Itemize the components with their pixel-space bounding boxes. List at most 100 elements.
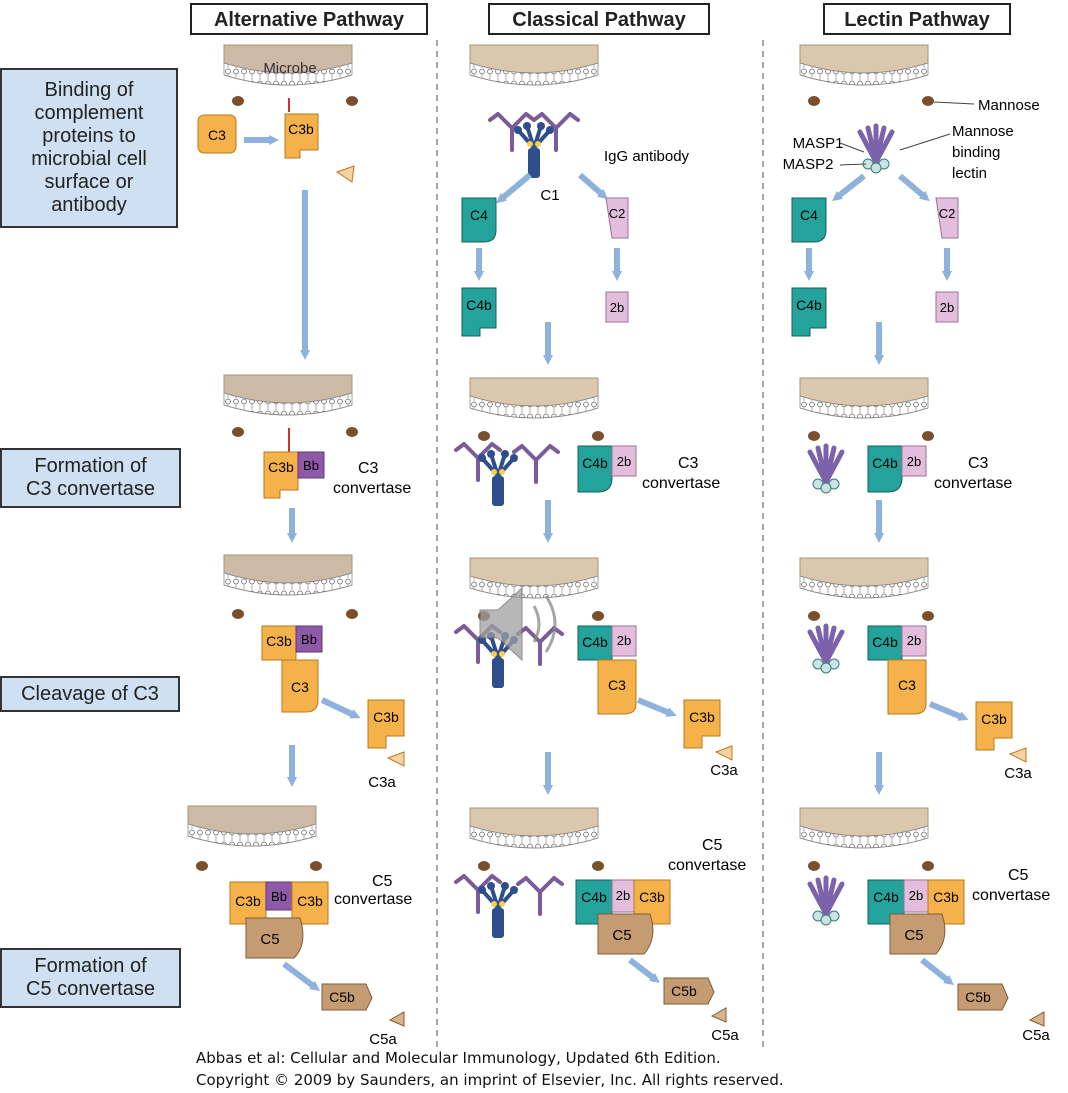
protein-c3b [284, 113, 319, 159]
arrow [282, 961, 320, 991]
mannose-label: Mannose [978, 97, 1040, 114]
protein-label: C3a [368, 774, 396, 791]
arrow [832, 173, 866, 202]
speaker-icon[interactable] [479, 586, 557, 662]
c3-convertase-label: convertase [333, 480, 411, 497]
c3-convertase-label: C3 [678, 455, 699, 472]
credit-line-1: Abbas et al: Cellular and Molecular Immu… [196, 1049, 721, 1067]
arrow [496, 172, 532, 204]
alt-row1: Microbe C3 C3b [197, 44, 358, 183]
protein-label: C4b [466, 297, 492, 313]
arrow [898, 173, 930, 202]
stage-binding-line: surface or [44, 171, 134, 193]
header-classical-pathway: Classical Pathway [488, 3, 710, 35]
protein-label: 2b [617, 633, 631, 648]
protein-label: C3b [266, 633, 292, 649]
c5-convertase-label: C5 [1008, 867, 1029, 884]
protein-label: C3 [291, 679, 309, 695]
protein-label: C4b [581, 889, 607, 905]
arrow [920, 957, 954, 986]
protein-label: C3b [373, 709, 399, 725]
mbl-label: Mannose [952, 123, 1014, 140]
stage-binding-line: proteins to [42, 125, 136, 147]
protein-label: C5a [1022, 1027, 1050, 1044]
c3-convertase-label: convertase [642, 475, 720, 492]
protein-label: 2b [616, 888, 630, 903]
protein-label: 2b [610, 300, 624, 315]
masp2-label: MASP2 [783, 156, 834, 173]
protein-c2 [605, 197, 629, 239]
protein-label: C5a [369, 1031, 397, 1048]
protein-c3a-fragment [335, 165, 355, 183]
protein-label: 2b [907, 454, 921, 469]
protein-c3 [197, 114, 237, 154]
protein-label: C4b [796, 297, 822, 313]
protein-label: 2b [907, 633, 921, 648]
protein-label: C5 [904, 927, 923, 944]
protein-label: C3b [933, 889, 959, 905]
header-lectin-pathway: Lectin Pathway [823, 3, 1011, 35]
mbl-label: binding [952, 144, 1000, 161]
protein-label: C4b [582, 455, 608, 471]
protein-c3 [281, 659, 319, 713]
protein-c4 [461, 197, 497, 243]
stage-c3-line: C3 convertase [26, 478, 155, 500]
masp1-label: MASP1 [793, 135, 844, 152]
protein-label: C3 [208, 127, 226, 143]
protein-label: C3b [235, 893, 261, 909]
protein-label: C4b [873, 889, 899, 905]
protein-label: C3b [689, 709, 715, 725]
protein-label: 2b [909, 888, 923, 903]
stage-c3-line: Formation of [34, 455, 147, 477]
lectin-row1: Mannose MASP1 MASP2 Mannose binding lect… [783, 44, 1040, 337]
protein-bb [297, 451, 325, 479]
protein-label: C3b [268, 459, 294, 475]
stage-c5-line: Formation of [34, 955, 147, 977]
alt-row4: C3b Bb C3b C5 C5 convertase C5b C5a [187, 805, 412, 1048]
stage-c3-convertase: Formation of C3 convertase [0, 448, 181, 508]
c1-label: C1 [540, 187, 559, 204]
protein-label: C5 [612, 927, 631, 944]
classical-row1: IgG antibody C1 C4 C2 C4b 2b [461, 44, 690, 337]
lectin-row4: C4b 2b C3b C5 C5 convertase C5b C5a [799, 807, 1050, 1044]
protein-label: 2b [617, 454, 631, 469]
lectin-row2: C4b 2b C3 convertase [799, 377, 1012, 493]
stage-cleavage-c3: Cleavage of C3 [0, 676, 180, 712]
protein-label: C4b [872, 634, 898, 650]
protein-label: Bb [303, 458, 319, 473]
protein-label: C3b [981, 711, 1007, 727]
protein-c4b [461, 287, 497, 337]
stage-c5-line: C5 convertase [26, 978, 155, 1000]
protein-label: C5a [711, 1027, 739, 1044]
protein-label: C3b [297, 893, 323, 909]
arrow [628, 957, 660, 984]
classical-row2: C4b 2b C3 convertase [454, 377, 720, 508]
mbl-label: lectin [952, 165, 987, 182]
protein-label: C3 [898, 677, 916, 693]
protein-c3b [367, 699, 405, 749]
protein-label: C5 [260, 931, 279, 948]
igg-antibody-label: IgG antibody [604, 148, 690, 165]
c5-convertase-label: C5 [702, 837, 723, 854]
protein-label: C5b [671, 983, 697, 999]
protein-label: C3b [639, 889, 665, 905]
protein-label: C2 [939, 206, 956, 221]
c3-convertase-label: C3 [358, 460, 379, 477]
stage-binding-line: microbial cell [31, 148, 147, 170]
arrow [320, 697, 361, 719]
c5-convertase-label: convertase [668, 857, 746, 874]
protein-label: 2b [940, 300, 954, 315]
alt-row3: C3b Bb C3 C3b C3a [223, 554, 405, 791]
c5-convertase-label: convertase [972, 887, 1050, 904]
protein-2b [605, 291, 629, 323]
arrow [636, 697, 677, 717]
stage-cleavage-line: Cleavage of C3 [21, 682, 159, 705]
arrow [928, 701, 969, 721]
classical-row3: C4b 2b C3 C3b C3a [454, 557, 738, 779]
protein-label: C4b [582, 634, 608, 650]
lectin-row3: C4b 2b C3 C3b C3a [799, 557, 1032, 782]
c3-convertase-label: convertase [934, 475, 1012, 492]
protein-label: C5b [329, 989, 355, 1005]
protein-label: C3b [288, 121, 314, 137]
